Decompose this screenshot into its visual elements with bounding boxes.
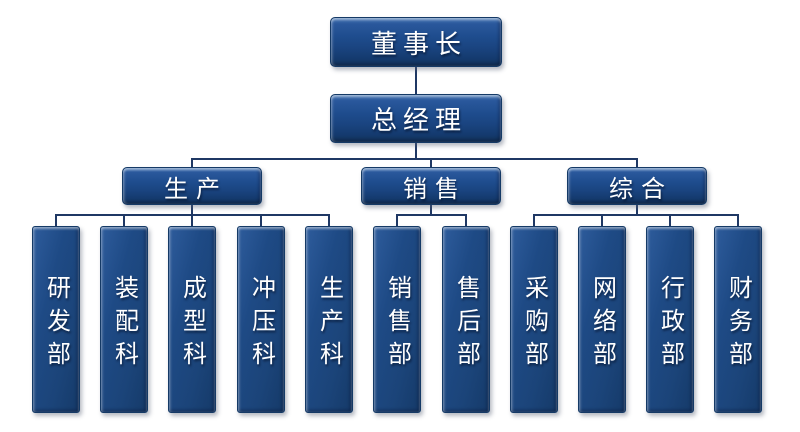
- org-node-chairman-label: 董事长: [370, 29, 467, 59]
- org-node-chairman: 董事长: [330, 17, 502, 67]
- org-node-dept-aftersales: 售后部: [442, 226, 490, 413]
- org-node-dept-admin-label: 行政部: [656, 274, 683, 374]
- org-node-dept-sales-label: 销售部: [383, 274, 410, 374]
- org-node-dept-finance-label: 财务部: [724, 274, 751, 374]
- org-node-group-production: 生产: [122, 167, 262, 205]
- org-node-dept-stamping-label: 冲压科: [247, 274, 274, 374]
- org-node-group-sales: 销售: [361, 167, 501, 205]
- org-node-dept-rnd: 研发部: [32, 226, 80, 413]
- org-node-general-manager: 总经理: [330, 94, 502, 143]
- org-node-dept-production-section-label: 生产科: [315, 274, 342, 374]
- org-node-group-general-label: 综合: [609, 176, 673, 203]
- org-node-dept-assembly-label: 装配科: [110, 274, 137, 374]
- org-node-dept-production-section: 生产科: [305, 226, 353, 413]
- org-node-dept-rnd-label: 研发部: [42, 274, 69, 374]
- org-node-dept-finance: 财务部: [714, 226, 762, 413]
- org-node-dept-assembly: 装配科: [100, 226, 148, 413]
- org-node-group-general: 综合: [567, 167, 707, 205]
- org-node-dept-sales: 销售部: [373, 226, 421, 413]
- org-node-group-sales-label: 销售: [403, 176, 467, 203]
- org-node-dept-network-label: 网络部: [588, 274, 615, 374]
- org-node-dept-purchasing: 采购部: [510, 226, 558, 413]
- org-node-group-production-label: 生产: [164, 176, 228, 203]
- org-node-dept-molding-label: 成型科: [178, 274, 205, 374]
- org-node-dept-molding: 成型科: [168, 226, 216, 413]
- org-node-dept-purchasing-label: 采购部: [520, 274, 547, 374]
- org-node-dept-stamping: 冲压科: [237, 226, 285, 413]
- org-node-dept-network: 网络部: [578, 226, 626, 413]
- org-node-dept-aftersales-label: 售后部: [452, 274, 479, 374]
- org-node-general-manager-label: 总经理: [370, 106, 467, 135]
- org-node-dept-admin: 行政部: [646, 226, 694, 413]
